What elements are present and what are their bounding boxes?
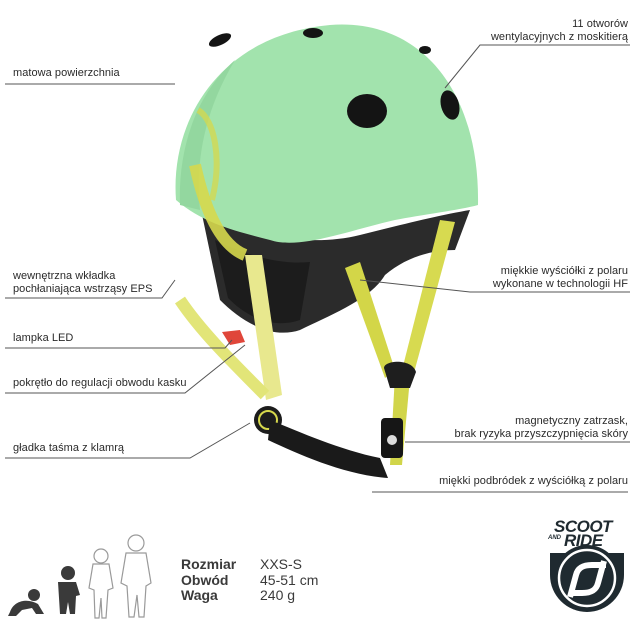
callout-text: pokrętło do regulacji obwodu kasku (13, 377, 187, 389)
callout-text: wentylacyjnych z moskitierą (490, 30, 628, 43)
toddler-icon (58, 566, 80, 614)
callout-text: miękki podbródek z wyściółką z polaru (439, 475, 628, 487)
scoot-and-ride-logo: SCOOT AND RIDE (546, 517, 628, 613)
callout-text: 11 otworów (572, 18, 628, 30)
callout-text: gładka taśma z klamrą (13, 442, 125, 454)
child-outline-icon (88, 548, 114, 619)
spec-row-weight: Waga 240 g (181, 587, 318, 604)
callout-smooth-strap: gładka taśma z klamrą (13, 442, 124, 455)
spec-label: Waga (181, 587, 218, 603)
callout-magnetic-buckle: magnetyczny zatrzask, brak ryzyka przysz… (455, 415, 628, 440)
callout-chin-pad: miękki podbródek z wyściółką z polaru (439, 475, 628, 488)
logo-text-ride: RIDE (564, 531, 603, 550)
callout-fleece-pads: miękkie wyściółki z polaru wykonane w te… (493, 265, 628, 290)
spec-row-circumference: Obwód 45-51 cm (181, 571, 319, 589)
crawling-baby-icon (8, 589, 44, 616)
vent-hole (440, 90, 460, 120)
callout-fit-dial: pokrętło do regulacji obwodu kasku (13, 377, 187, 390)
callout-led-light: lampka LED (13, 332, 73, 345)
helmet-shell (175, 24, 479, 243)
callout-text: wewnętrzna wkładka (13, 270, 116, 282)
spec-value: XXS-S (260, 556, 303, 572)
led-light-shape (222, 330, 245, 345)
callout-text: matowa powierzchnia (13, 67, 120, 79)
strap-divider (384, 361, 416, 388)
spec-value: 240 g (260, 587, 296, 603)
logo-text-scoot: SCOOT (554, 517, 612, 536)
older-child-outline-icon (120, 534, 152, 618)
callout-text: pochłaniająca wstrząsy EPS (13, 282, 153, 295)
spec-table: Rozmiar XXS-S Obwód 45-51 cm Waga 240 g (181, 556, 319, 604)
callout-text: wykonane w technologii HF (492, 277, 628, 290)
spec-label: Obwód (181, 571, 229, 588)
callout-text: magnetyczny zatrzask, (515, 415, 628, 427)
strap-front (245, 255, 282, 400)
spec-row-size: Rozmiar XXS-S (181, 556, 318, 573)
vent-hole (208, 33, 232, 47)
leader-lines (5, 44, 630, 493)
callout-text: miękkie wyściółki z polaru (500, 265, 628, 277)
spec-value: 45-51 cm (260, 571, 319, 588)
vent-hole (303, 28, 323, 38)
callout-matte-surface: matowa powierzchnia (13, 67, 120, 80)
strap-back-right (400, 220, 455, 380)
strap-back-left (345, 262, 395, 378)
vent-hole (419, 46, 431, 54)
vent-hole (347, 94, 387, 128)
logo-badge-icon (550, 545, 624, 612)
callout-text: lampka LED (13, 332, 74, 344)
logo-text-and: AND (548, 535, 561, 541)
callout-vents: 11 otworów wentylacyjnych z moskitierą (491, 18, 628, 43)
callout-text: brak ryzyka przyszczypnięcia skóry (454, 427, 628, 440)
callout-eps-liner: wewnętrzna wkładka pochłaniająca wstrząs… (13, 270, 152, 295)
chin-pad-shape (268, 420, 388, 478)
spec-label: Rozmiar (181, 556, 237, 572)
